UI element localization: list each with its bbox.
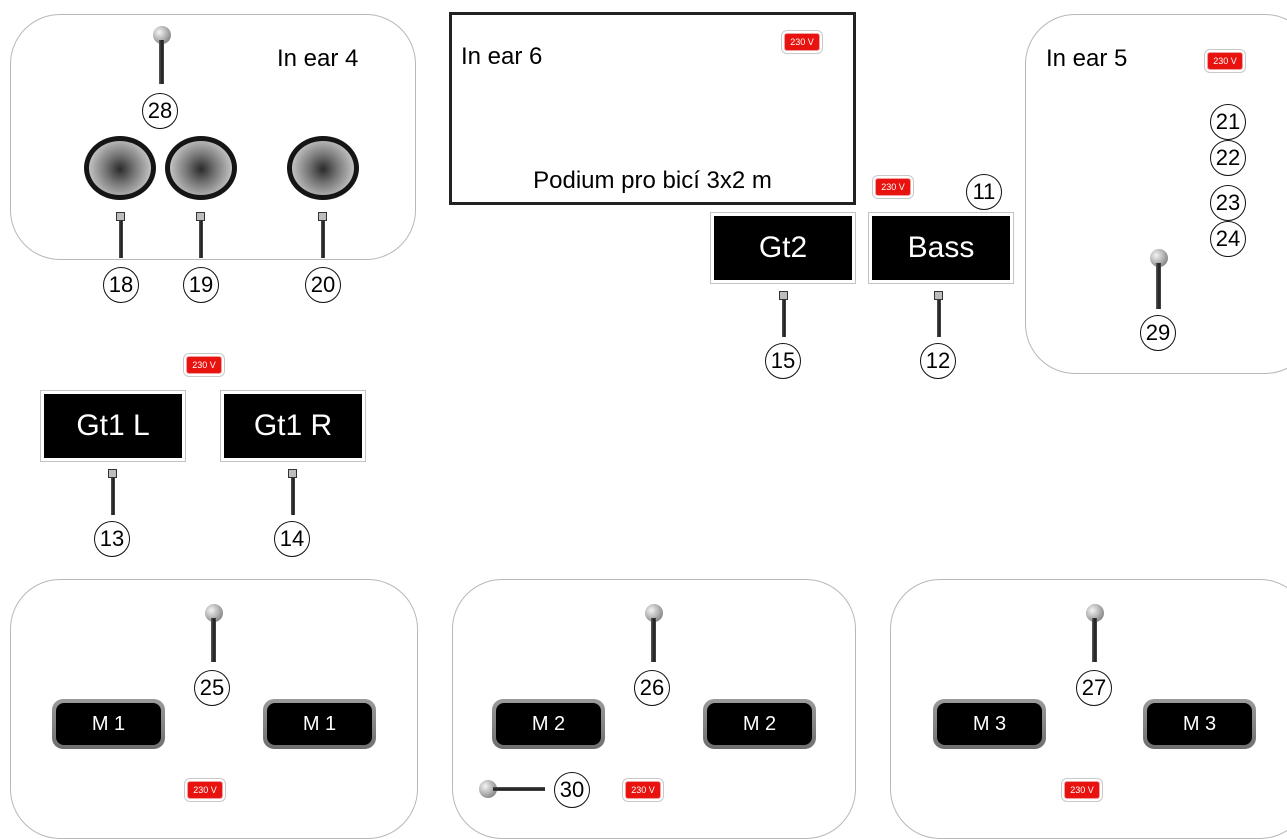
monitor-label: M 1 [267, 703, 372, 745]
channel-20: 20 [305, 267, 341, 303]
amp-gt1-left: Gt1 L [40, 390, 186, 462]
channel-25: 25 [194, 670, 230, 706]
channel-14: 14 [274, 521, 310, 557]
channel-29: 29 [1140, 315, 1176, 351]
amp-gt1-right-label: Gt1 R [224, 394, 362, 458]
di-box-icon [932, 291, 946, 337]
amp-gt2-label: Gt2 [714, 216, 852, 280]
monitor-m3-right: M 3 [1143, 699, 1256, 749]
mic-stand-icon [1148, 249, 1170, 309]
di-box-icon [106, 469, 120, 515]
channel-27: 27 [1076, 670, 1112, 706]
monitor-label: M 2 [496, 703, 601, 745]
di-box-icon [316, 212, 330, 258]
amp-gt2: Gt2 [710, 212, 856, 284]
power-outlet-badge: 230 V [186, 356, 222, 374]
mic-stand-icon [203, 604, 225, 662]
monitor-m2-right: M 2 [703, 699, 816, 749]
drum-icon [84, 136, 156, 200]
power-outlet-badge: 230 V [625, 781, 661, 799]
di-box-icon [114, 212, 128, 258]
power-outlet-badge: 230 V [784, 33, 820, 51]
power-outlet-badge: 230 V [1064, 781, 1100, 799]
channel-24: 24 [1210, 221, 1246, 257]
channel-28: 28 [142, 93, 178, 129]
monitor-label: M 3 [1147, 703, 1252, 745]
amp-gt1-left-label: Gt1 L [44, 394, 182, 458]
channel-13: 13 [94, 521, 130, 557]
di-box-icon [194, 212, 208, 258]
mic-stand-icon [643, 604, 665, 662]
channel-18: 18 [103, 267, 139, 303]
di-box-icon [777, 291, 791, 337]
monitor-m1-right: M 1 [263, 699, 376, 749]
mic-stand-icon [151, 26, 173, 84]
drum-icon [165, 136, 237, 200]
monitor-label: M 2 [707, 703, 812, 745]
channel-19: 19 [183, 267, 219, 303]
drum-icon [287, 136, 359, 200]
amp-bass-label: Bass [872, 216, 1010, 280]
power-outlet-badge: 230 V [875, 178, 911, 196]
zone-label-in-ear-6: In ear 6 [461, 43, 543, 70]
channel-22: 22 [1210, 140, 1246, 176]
channel-15: 15 [765, 343, 801, 379]
mic-stand-icon [479, 779, 545, 799]
monitor-label: M 1 [56, 703, 161, 745]
amp-gt1-right: Gt1 R [220, 390, 366, 462]
zone-label-in-ear-4: In ear 4 [277, 45, 359, 72]
channel-12: 12 [920, 343, 956, 379]
channel-26: 26 [634, 670, 670, 706]
mic-stand-icon [1084, 604, 1106, 662]
channel-21: 21 [1210, 104, 1246, 140]
monitor-label: M 3 [937, 703, 1042, 745]
channel-23: 23 [1210, 185, 1246, 221]
zone-label-in-ear-5: In ear 5 [1046, 45, 1128, 72]
monitor-m2-left: M 2 [492, 699, 605, 749]
monitor-m1-left: M 1 [52, 699, 165, 749]
monitor-m3-left: M 3 [933, 699, 1046, 749]
channel-30: 30 [554, 772, 590, 808]
channel-11: 11 [966, 174, 1002, 210]
di-box-icon [286, 469, 300, 515]
power-outlet-badge: 230 V [187, 781, 223, 799]
podium-caption: Podium pro bicí 3x2 m [533, 167, 772, 194]
power-outlet-badge: 230 V [1207, 52, 1243, 70]
amp-bass: Bass [868, 212, 1014, 284]
drum-podium: In ear 6 Podium pro bicí 3x2 m [449, 12, 856, 205]
